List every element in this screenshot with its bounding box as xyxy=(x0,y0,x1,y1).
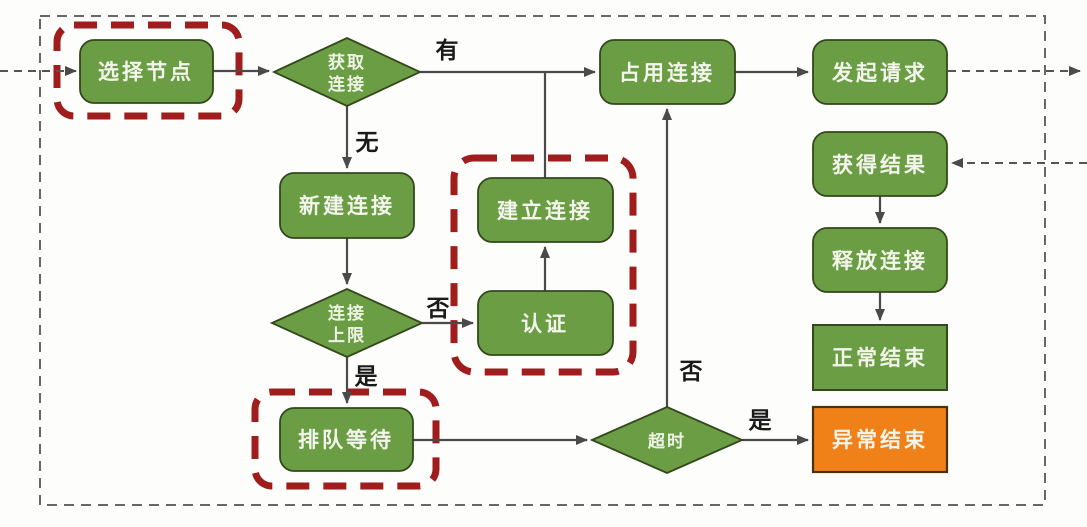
decision-timeout: 超时 xyxy=(589,406,745,474)
node-release-connection-label: 释放连接 xyxy=(832,249,928,273)
node-occupy-connection-label: 占用连接 xyxy=(619,61,715,85)
node-authenticate-shape xyxy=(477,290,614,356)
edge-label-no-connection: 无 xyxy=(356,130,379,156)
node-new-connection: 新建连接 xyxy=(279,172,415,239)
node-establish-connection: 建立连接 xyxy=(477,177,614,243)
decision-get-connection: 获取 连接 xyxy=(271,37,423,107)
decision-connection-limit: 连接 上限 xyxy=(269,288,425,358)
node-establish-connection-shape xyxy=(477,177,614,243)
node-abnormal-end: 异常结束 xyxy=(811,405,949,474)
node-abnormal-end-shape xyxy=(811,405,949,474)
node-normal-end: 正常结束 xyxy=(812,324,948,391)
decision-get-connection-label-line2: 连接 xyxy=(328,74,366,95)
node-initiate-request-shape xyxy=(812,39,948,105)
node-authenticate: 认证 xyxy=(477,290,614,356)
decision-connection-limit-label-line1: 连接 xyxy=(328,303,366,324)
edge-label-limit-reached: 是 xyxy=(355,364,378,390)
node-select-node-label: 选择节点 xyxy=(98,60,194,84)
highlight-box-establish-authenticate xyxy=(450,154,637,376)
node-occupy-connection: 占用连接 xyxy=(599,39,736,105)
node-release-connection-shape xyxy=(812,227,948,293)
decision-get-connection-shape xyxy=(271,37,423,107)
decision-timeout-label: 超时 xyxy=(648,431,686,452)
node-get-result-shape xyxy=(812,131,948,197)
node-authenticate-label: 认证 xyxy=(521,312,569,336)
node-abnormal-end-label: 异常结束 xyxy=(832,428,928,452)
edge-label-timed-out: 是 xyxy=(749,408,772,434)
node-select-node-shape xyxy=(79,39,214,104)
decision-get-connection-label-line1: 获取 xyxy=(328,52,366,73)
node-release-connection: 释放连接 xyxy=(812,227,948,293)
decision-timeout-shape xyxy=(589,406,745,474)
node-queue-wait: 排队等待 xyxy=(279,407,414,472)
edge-label-limit-not-reached: 否 xyxy=(426,296,450,322)
node-initiate-request-label: 发起请求 xyxy=(831,61,928,85)
node-normal-end-label: 正常结束 xyxy=(832,346,928,370)
node-queue-wait-label: 排队等待 xyxy=(298,428,394,452)
node-occupy-connection-shape xyxy=(599,39,736,105)
node-get-result-label: 获得结果 xyxy=(832,153,928,177)
node-establish-connection-label: 建立连接 xyxy=(497,199,593,223)
decision-connection-limit-label-line2: 上限 xyxy=(328,326,366,346)
decision-connection-limit-shape xyxy=(269,288,425,358)
node-queue-wait-shape xyxy=(279,407,414,472)
edge-label-has-connection: 有 xyxy=(436,37,459,64)
node-normal-end-shape xyxy=(812,324,948,391)
node-new-connection-label: 新建连接 xyxy=(299,194,395,218)
node-new-connection-shape xyxy=(279,172,415,239)
node-get-result: 获得结果 xyxy=(812,131,948,197)
diagram-boundary-dashed-border xyxy=(39,15,1046,506)
edge-label-not-timed-out: 否 xyxy=(679,359,703,385)
node-initiate-request: 发起请求 xyxy=(812,39,948,105)
node-select-node: 选择节点 xyxy=(79,39,214,104)
